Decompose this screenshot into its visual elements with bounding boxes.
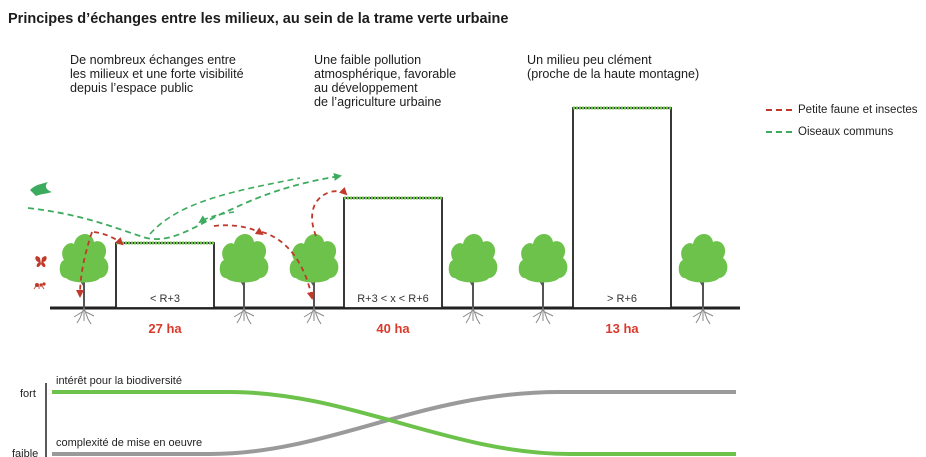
description-mid-buildings: Une faible pollution atmosphérique, favo…	[314, 53, 457, 109]
axis-label-low: faible	[12, 448, 38, 457]
building-high	[572, 106, 672, 309]
tree-icon	[58, 232, 110, 325]
fauna-dash-icon	[766, 109, 792, 111]
building-height-label: > R+6	[607, 293, 637, 305]
tree-icon	[447, 232, 499, 325]
area-label: 40 ha	[376, 321, 410, 336]
biodiversity-curve	[52, 390, 736, 456]
fauna-path	[311, 186, 348, 237]
building-height-label: < R+3	[150, 293, 180, 305]
legend-label-fauna: Petite faune et insectes	[798, 104, 918, 116]
fauna-path	[213, 224, 264, 236]
bird-landing-path	[198, 211, 235, 224]
butterfly-icon	[35, 256, 47, 268]
legend-item-birds: Oiseaux communs	[766, 126, 893, 138]
fauna-path	[93, 231, 124, 246]
building-mid	[343, 196, 443, 309]
tree-icon	[677, 232, 729, 325]
building-low	[115, 241, 215, 309]
ant-icon	[33, 282, 46, 290]
building-height-label: R+3 < x < R+6	[357, 293, 429, 305]
bird-flight-path	[149, 177, 301, 235]
legend-item-fauna: Petite faune et insectes	[766, 104, 918, 116]
biodiversity-curve-label: intérêt pour la biodiversité	[56, 375, 182, 387]
bird-icon	[30, 182, 52, 196]
area-label: 27 ha	[148, 321, 182, 336]
description-high-buildings: Un milieu peu clément (proche de la haut…	[527, 53, 700, 81]
description-low-buildings: De nombreux échanges entre les milieux e…	[70, 53, 244, 95]
complexity-curve-label: complexité de mise en oeuvre	[56, 437, 202, 449]
area-label: 13 ha	[605, 321, 639, 336]
tree-icon	[517, 232, 569, 325]
page-title: Principes d’échanges entre les milieux, …	[8, 11, 509, 27]
complexity-curve	[52, 390, 736, 456]
tree-icon	[288, 232, 340, 325]
axis-label-high: fort	[20, 388, 36, 400]
bird-flight-path	[27, 172, 342, 240]
legend-label-birds: Oiseaux communs	[798, 126, 894, 138]
tree-icon	[218, 232, 270, 325]
birds-dash-icon	[766, 131, 792, 133]
